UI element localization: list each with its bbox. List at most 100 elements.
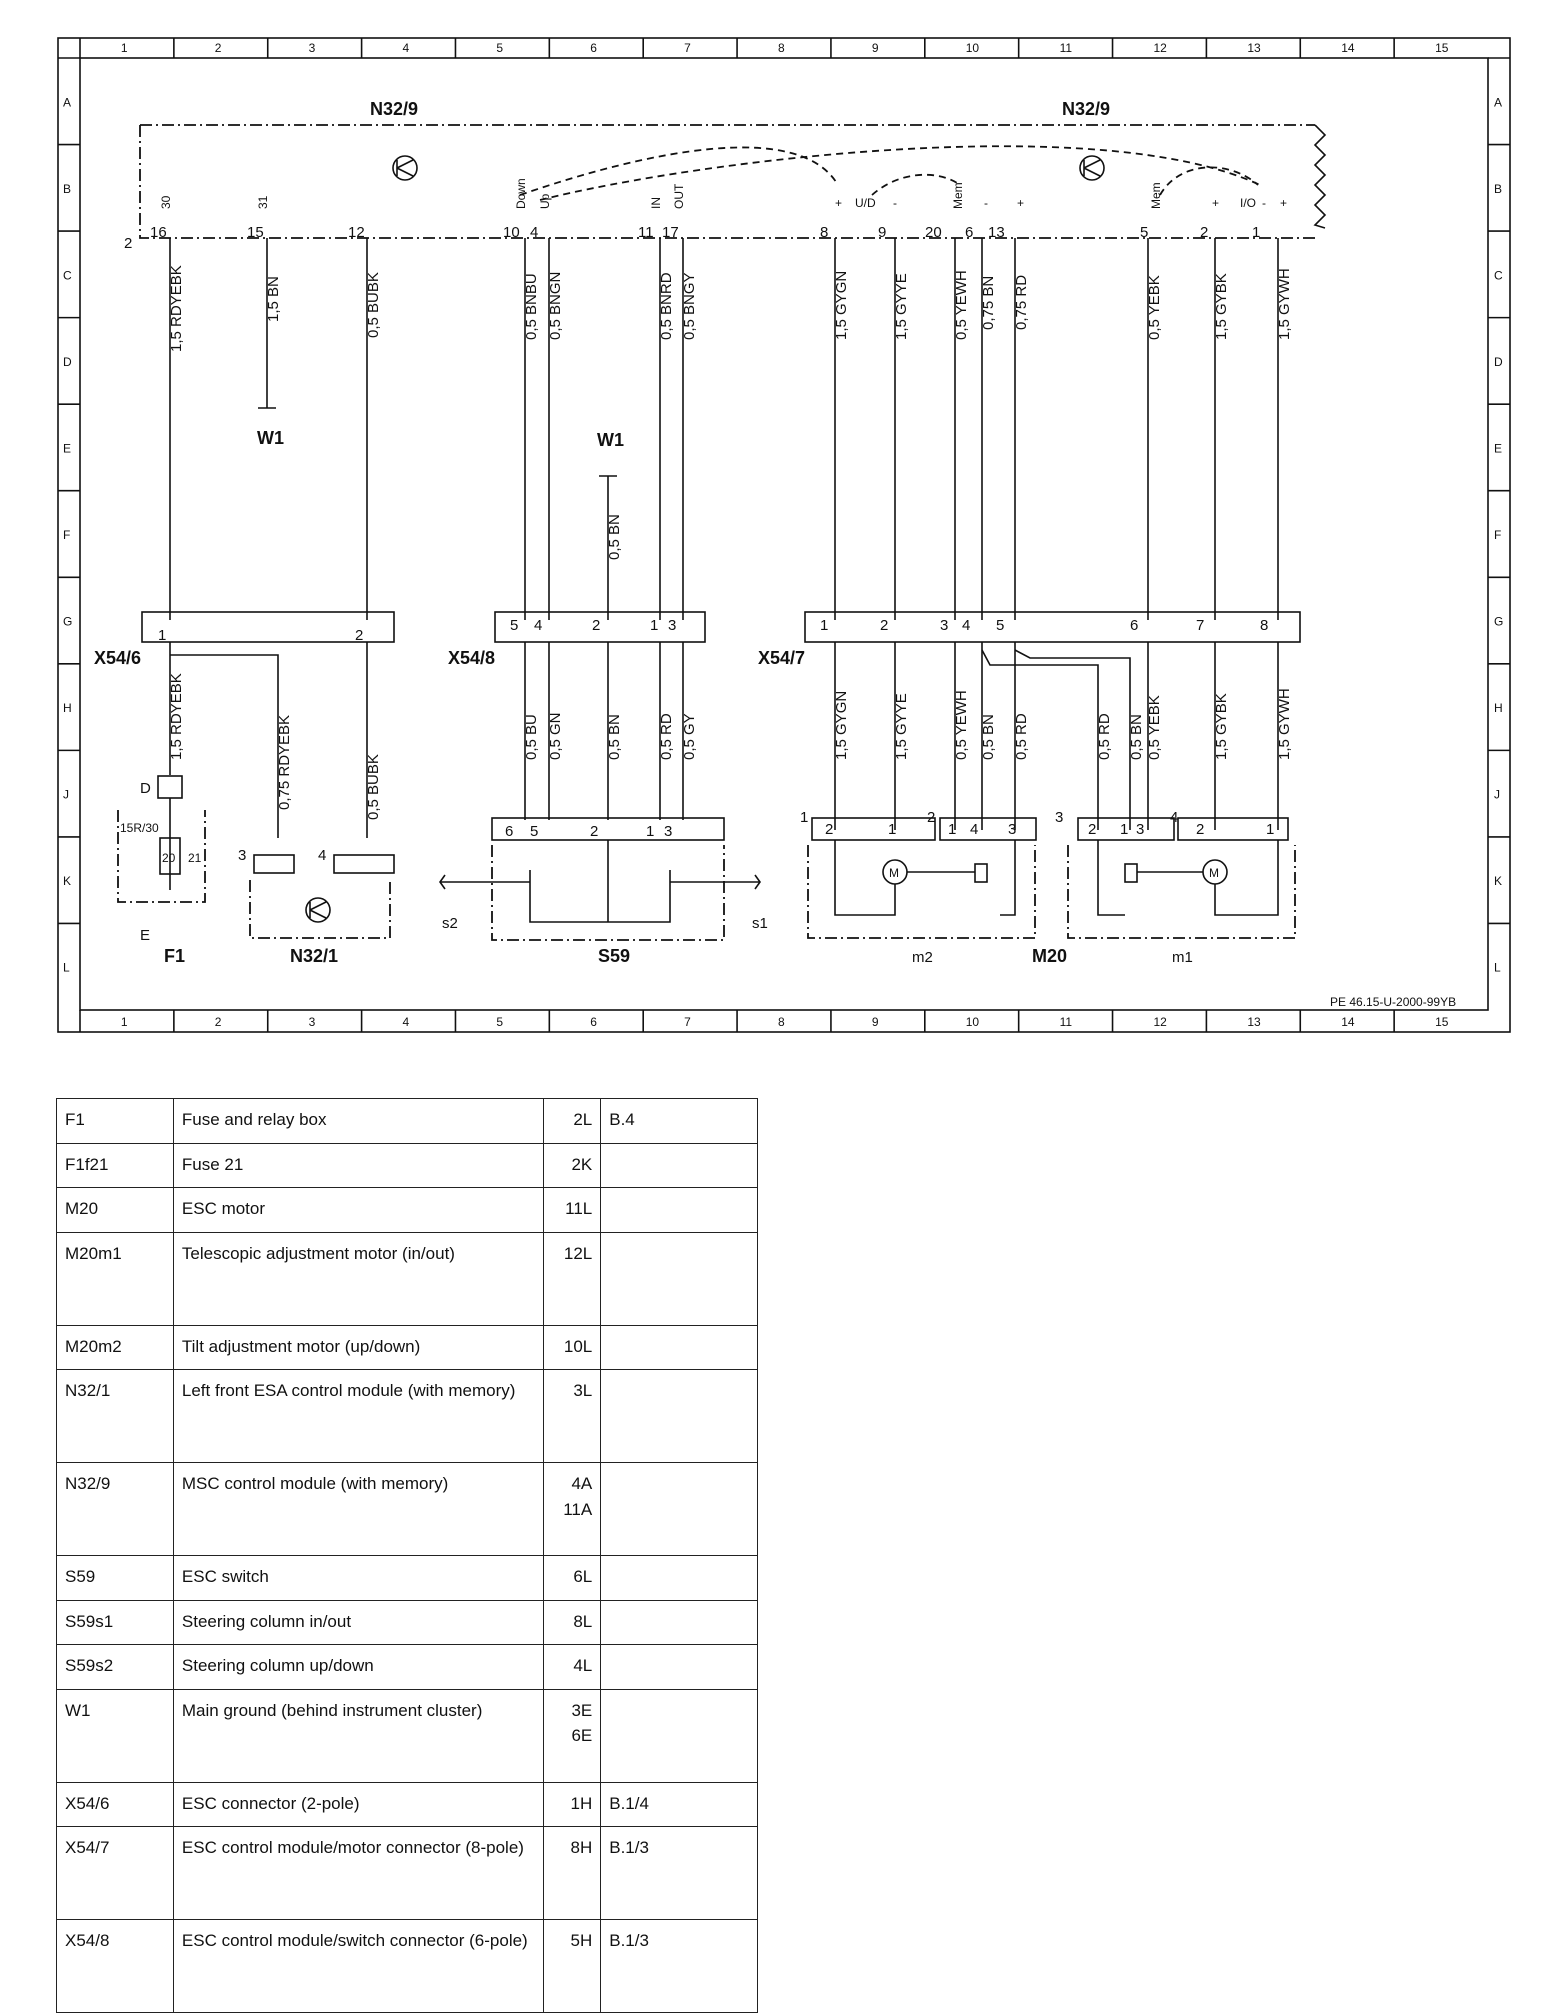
wire-label: 1,5 RDYEBK (168, 673, 185, 760)
grid-column-label: 9 (872, 1015, 879, 1029)
svg-text:M: M (889, 866, 899, 880)
wire-runs-lower (169, 642, 1279, 838)
pin-number: 1 (1252, 224, 1260, 241)
grid-row-label: H (63, 701, 72, 715)
wire-label: 0,5 YEWH (953, 690, 970, 760)
grid-row-label: D (1494, 355, 1503, 369)
m20-label: M20 (1032, 946, 1067, 966)
grid-column-label: 7 (684, 41, 691, 55)
f1-terminal-label: 15R/30 (120, 821, 159, 835)
grid-row-label: K (1494, 874, 1502, 888)
x54-6-connector (141, 611, 395, 643)
x54-7-connector (804, 611, 1301, 643)
x54-8-label: X54/8 (448, 648, 495, 668)
grid-column-label: 4 (403, 1015, 410, 1029)
f1-fuse-box (117, 775, 206, 903)
m2-pin: 1 (948, 821, 956, 838)
x54-6-label: X54/6 (94, 648, 141, 668)
s59-pin: 6 (505, 823, 513, 840)
s59-label: S59 (598, 946, 630, 966)
transistor-icon (1079, 155, 1105, 181)
w1-label-left: W1 (257, 428, 284, 448)
f1-connector-e: E (140, 927, 150, 944)
grid-row-label: F (1494, 528, 1501, 542)
pin-number: 3 (940, 617, 948, 634)
motor-icon: M (1209, 866, 1219, 880)
legend-location: 1H (543, 1781, 602, 1827)
wire-label: 0,5 BN (606, 514, 623, 560)
legend-code: M20m1 (56, 1231, 174, 1326)
f1-label: F1 (164, 946, 185, 966)
diagram-inner-frame (79, 57, 1489, 1011)
legend-code: X54/8 (56, 1919, 174, 2013)
m2-pin: 4 (970, 821, 978, 838)
grid-row-label: A (63, 95, 71, 109)
s59-pin: 3 (664, 823, 672, 840)
m2-pin: 3 (1008, 821, 1016, 838)
wire-label: 0,5 RD (658, 713, 675, 760)
n32-9-pin-numbers: 16 15 12 10 4 11 17 8 9 20 6 13 5 2 1 (150, 224, 1260, 241)
signal-arrow-down (519, 146, 839, 196)
wire-label: 0,5 YEWH (953, 270, 970, 340)
legend-description: Telescopic adjustment motor (in/out) (172, 1231, 545, 1326)
legend-reference (600, 1555, 758, 1601)
wire-label: 1,5 RDYEBK (168, 265, 185, 352)
pin-label: IN (649, 197, 663, 209)
pin-number: 1 (820, 617, 828, 634)
legend-reference: B.1/3 (600, 1826, 758, 1920)
pin-number: 4 (534, 617, 542, 634)
pin-number: 11 (638, 224, 654, 241)
m2-pin: 1 (888, 821, 896, 838)
wire-label: 1,5 GYGN (833, 691, 850, 760)
legend-reference (600, 1324, 758, 1370)
pin-number: 2 (1200, 224, 1208, 241)
n32-9-module-num: 2 (124, 235, 132, 252)
legend-description: Main ground (behind instrument cluster) (172, 1688, 545, 1783)
signal-arrow-io-mem (1159, 166, 1259, 196)
grid-column-label: 4 (403, 41, 410, 55)
m1-pin: 3 (1136, 821, 1144, 838)
pin-number: 1 (650, 617, 658, 634)
legend-description: ESC control module/motor connector (8-po… (172, 1826, 545, 1920)
wire-label: 0,5 GY (681, 713, 698, 760)
wire-label: 0,5 BNGN (547, 272, 564, 340)
pin-label: Mem (1149, 182, 1163, 209)
x54-7-label: X54/7 (758, 648, 805, 668)
grid-column-label: 3 (309, 1015, 316, 1029)
signal-arrow-up (539, 145, 1261, 201)
wiring-diagram: 1122334455667788991010111112121313141415… (57, 37, 1511, 1033)
legend-location: 4A 11A (543, 1462, 602, 1556)
grid-column-label: 1 (121, 1015, 128, 1029)
legend-description: ESC motor (172, 1187, 545, 1233)
wire-label: 0,75 RDYEBK (276, 715, 293, 810)
legend-code: F1 (56, 1098, 174, 1144)
legend-code: M20m2 (56, 1324, 174, 1370)
wire-rdyebk-to-n32-1 (170, 654, 279, 838)
wire-label: 0,75 BN (980, 276, 997, 330)
pin-number: 6 (965, 224, 973, 241)
grid-column-label: 13 (1247, 1015, 1261, 1029)
m1-pin: 1 (1266, 821, 1274, 838)
legend-location: 2K (543, 1142, 602, 1188)
legend-reference (600, 1187, 758, 1233)
legend-description: ESC control module/switch connector (6-p… (172, 1919, 545, 2013)
f1-connector-d: D (140, 780, 151, 797)
legend-description: Left front ESA control module (with memo… (172, 1369, 545, 1463)
wire-label: 0,5 RD (1013, 713, 1030, 760)
w1-label-right: W1 (597, 430, 624, 450)
wire-label: 0,5 BNRD (658, 272, 675, 340)
m1-label: m1 (1172, 949, 1193, 966)
s59-pin: 2 (590, 823, 598, 840)
n32-1-module (249, 854, 395, 939)
s59-s2-label: s2 (442, 915, 458, 932)
grid-column-label: 13 (1247, 41, 1261, 55)
grid-column-label: 8 (778, 1015, 785, 1029)
pin-number: 2 (355, 627, 363, 644)
m20-group: 1 (800, 809, 808, 826)
